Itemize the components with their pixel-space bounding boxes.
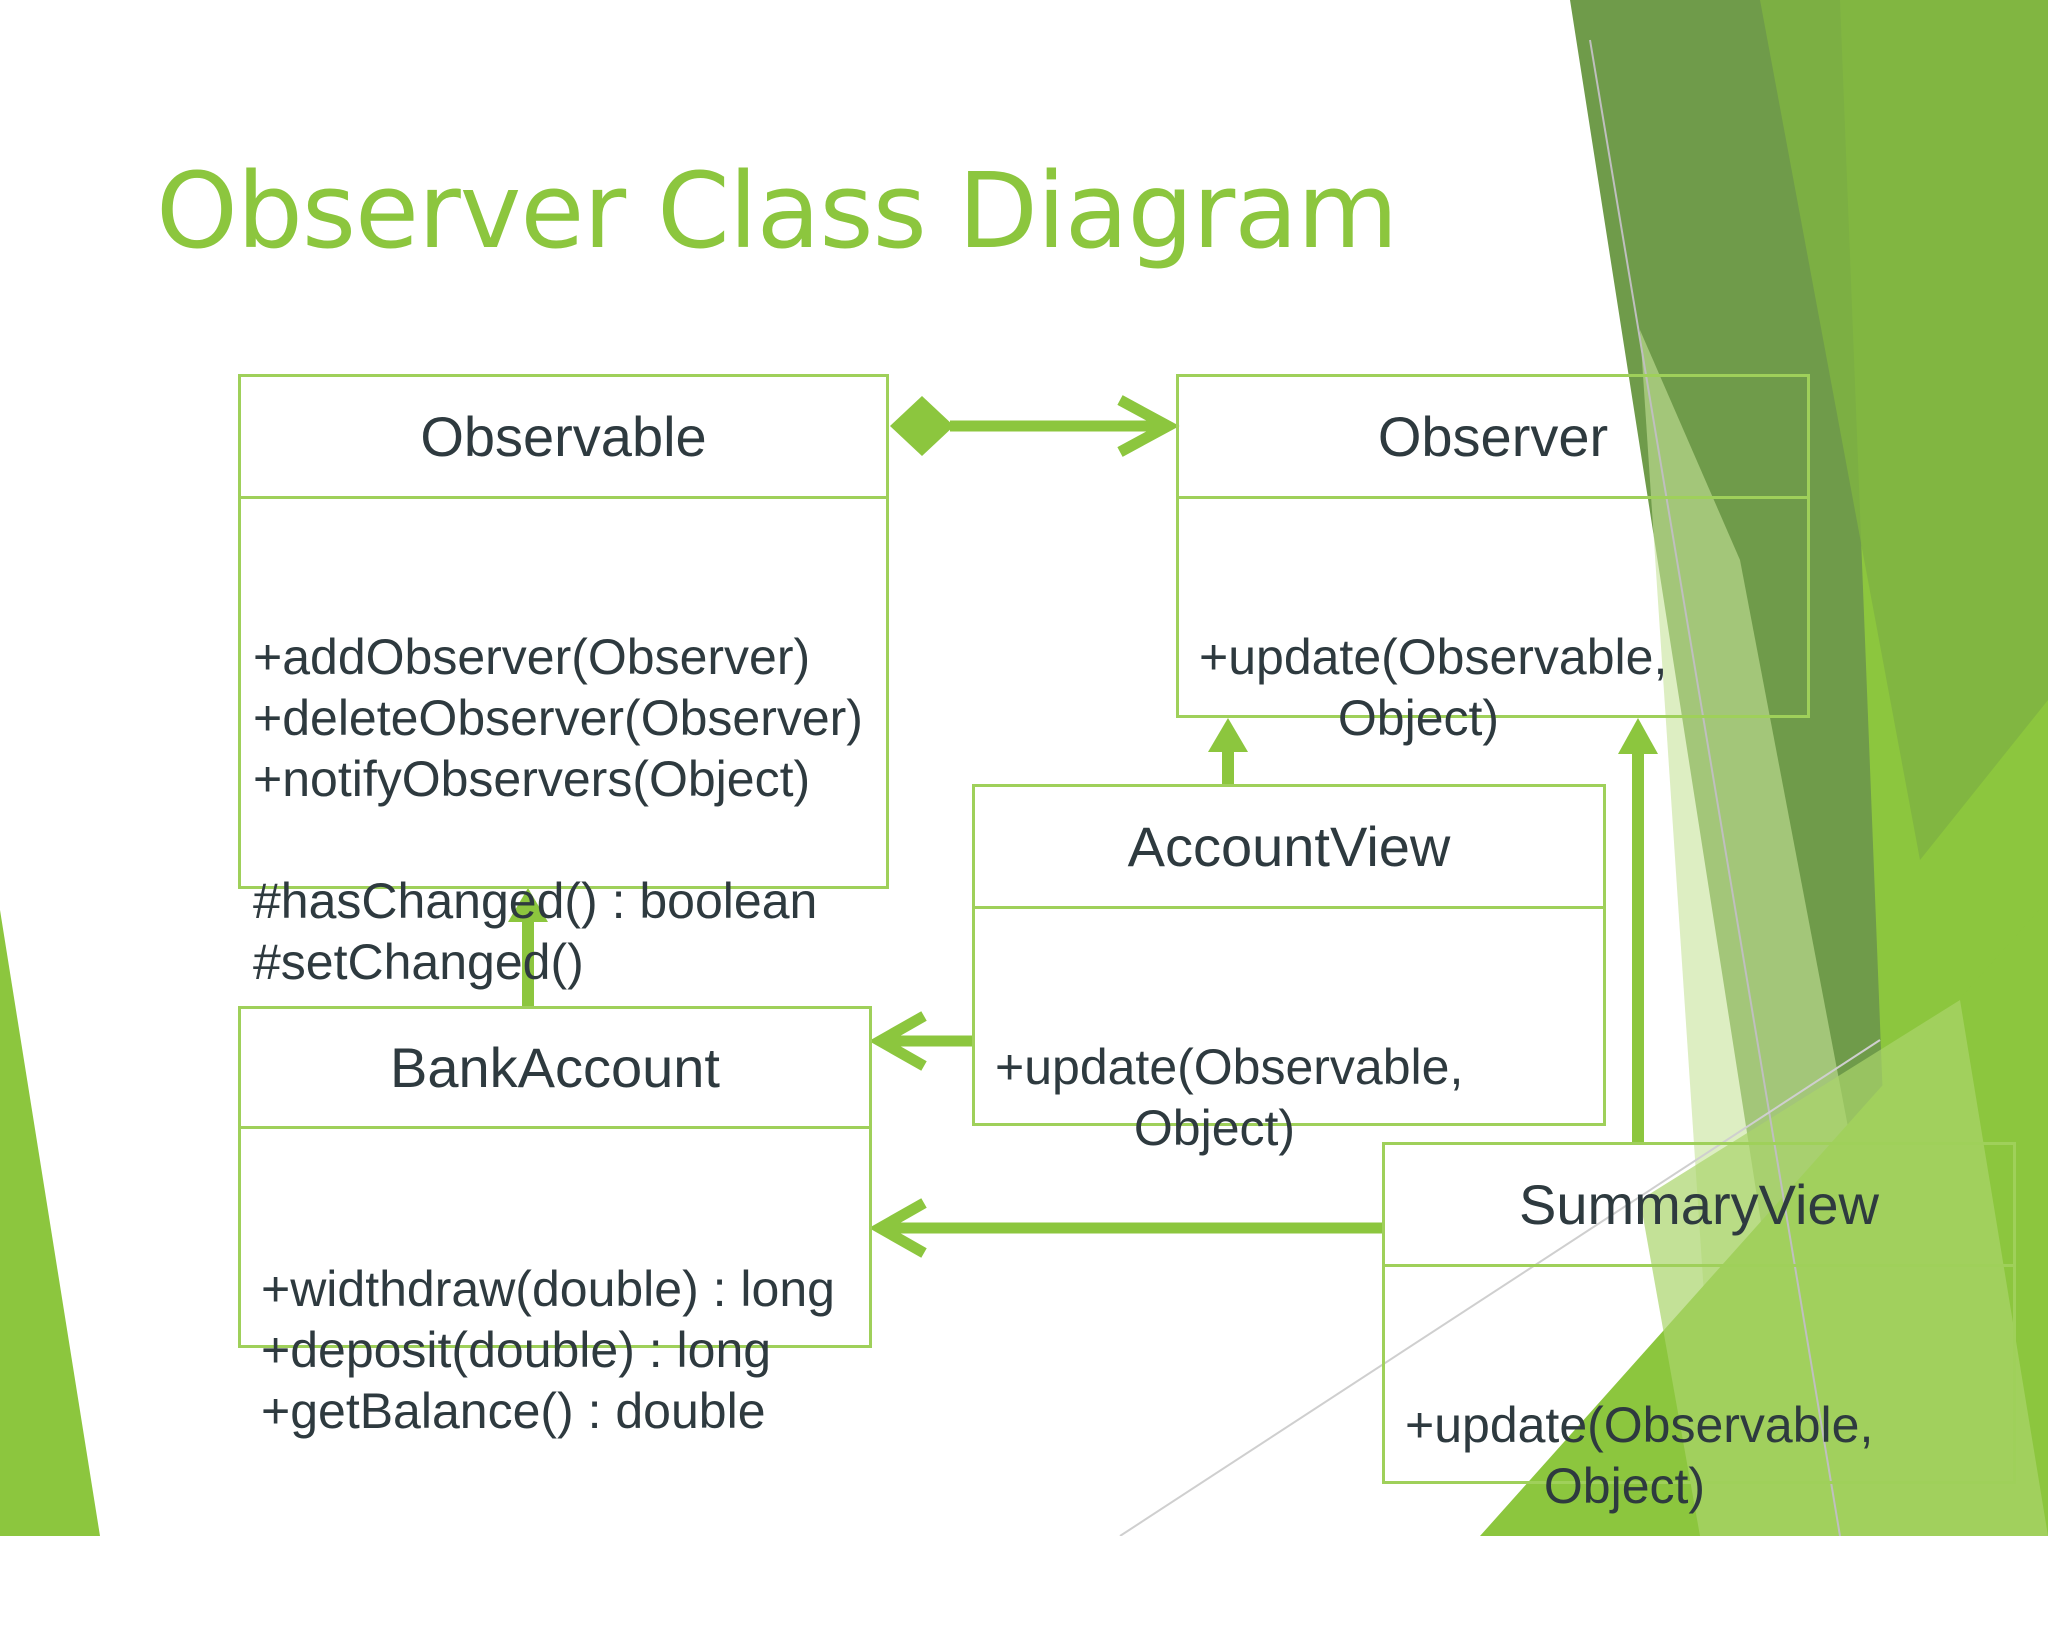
class-observer[interactable]: Observer +update(Observable, Object) <box>1176 374 1810 746</box>
class-name: Observer <box>1179 377 1807 499</box>
method-item: +widthdraw(double) : long <box>261 1261 835 1317</box>
left-green-stripe <box>0 910 100 1536</box>
method-item: #hasChanged() : boolean <box>253 873 818 929</box>
class-name: Observable <box>241 377 886 499</box>
method-item: +getBalance() : double <box>261 1383 766 1439</box>
relationship-connectors <box>508 395 1658 1258</box>
class-name: SummaryView <box>1385 1145 2013 1267</box>
class-name: BankAccount <box>241 1009 869 1129</box>
method-item <box>253 810 886 871</box>
association-accountview-bankaccount <box>868 1011 972 1071</box>
class-account-view[interactable]: AccountView +update(Observable, Object) <box>972 784 1606 1156</box>
method-list: +widthdraw(double) : long+deposit(double… <box>241 1137 869 1439</box>
method-item: +notifyObservers(Object) <box>253 751 811 807</box>
inheritance-bankaccount-observable <box>508 888 548 1008</box>
method-item: +update(Observable, <box>995 1039 1464 1095</box>
method-list: +update(Observable, Object) <box>1385 1273 2013 1514</box>
method-item: Object) <box>1199 690 1500 746</box>
thin-diagonal-line-1 <box>1589 39 1841 1536</box>
class-name: AccountView <box>975 787 1603 909</box>
method-item: +update(Observable, <box>1199 629 1668 685</box>
method-item: +deleteObserver(Observer) <box>253 690 863 746</box>
method-list: +update(Observable, Object) <box>1179 505 1807 746</box>
method-list: +update(Observable, Object) <box>975 915 1603 1156</box>
association-summaryview-bankaccount <box>868 1198 1382 1258</box>
method-list: +addObserver(Observer)+deleteObserver(Ob… <box>241 505 886 990</box>
inheritance-summaryview-observer <box>1618 718 1658 1144</box>
class-bank-account[interactable]: BankAccount +widthdraw(double) : long+de… <box>238 1006 872 1439</box>
bottom-light-triangle <box>1640 1000 2048 1536</box>
class-observable[interactable]: Observable +addObserver(Observer)+delete… <box>238 374 889 990</box>
method-item: +addObserver(Observer) <box>253 629 811 685</box>
class-summary-view[interactable]: SummaryView +update(Observable, Object) <box>1382 1142 2016 1514</box>
method-item: Object) <box>1405 1458 1706 1514</box>
inheritance-accountview-observer <box>1208 718 1248 786</box>
slide-title: Observer Class Diagram <box>156 150 1398 272</box>
open-arrowhead <box>1117 395 1180 457</box>
method-item: #setChanged() <box>253 934 584 990</box>
method-item: Object) <box>995 1100 1296 1156</box>
composition-observable-observer <box>890 395 1180 457</box>
right-mid-green-panel <box>1760 0 2048 860</box>
composition-diamond <box>890 396 954 456</box>
background-decoration <box>0 0 2048 1536</box>
method-item: +update(Observable, <box>1405 1397 1874 1453</box>
thin-diagonal-line-2 <box>1119 1039 1881 1536</box>
method-item: +deposit(double) : long <box>261 1322 772 1378</box>
